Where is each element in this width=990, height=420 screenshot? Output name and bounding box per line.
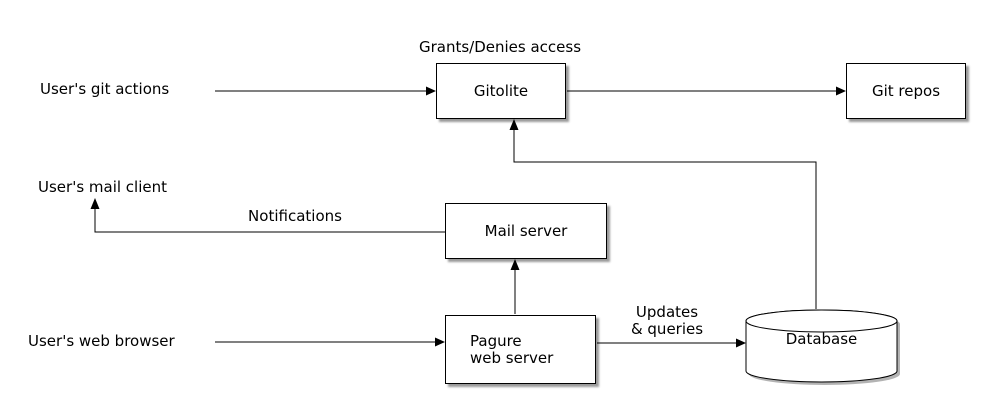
database-cylinder [745, 309, 900, 385]
updates-line1: Updates [635, 303, 699, 321]
node-gitolite: Gitolite [436, 63, 566, 119]
node-pagure-web-server: Pagure web server [445, 315, 596, 384]
pagure-label-line2: web server [470, 348, 554, 367]
updates-line2: & queries [630, 320, 704, 338]
label-users-git-actions: User's git actions [40, 80, 170, 98]
node-gitolite-label: Gitolite [473, 81, 529, 100]
label-users-mail-client: User's mail client [38, 178, 168, 196]
edge-label-updates-queries: Updates & queries [631, 304, 703, 338]
arrowhead [736, 338, 746, 348]
pagure-label-line1: Pagure [470, 331, 522, 350]
node-mail-server: Mail server [445, 203, 607, 259]
node-pagure-label: Pagure web server [470, 331, 554, 367]
arrowhead [836, 86, 846, 96]
node-git-repos-label: Git repos [871, 81, 941, 100]
arrowhead [426, 86, 436, 96]
label-users-web-browser: User's web browser [28, 332, 175, 350]
node-git-repos: Git repos [846, 63, 966, 119]
edge-label-grants-denies-access: Grants/Denies access [418, 38, 582, 56]
arrowhead [510, 259, 520, 270]
node-mail-server-label: Mail server [484, 221, 568, 240]
node-database-label: Database [785, 330, 858, 348]
edge-mailserver-mailclient [94, 209, 445, 233]
arrowhead [509, 119, 519, 130]
edge-label-notifications: Notifications [248, 207, 342, 225]
edge-database-gitolite [513, 130, 817, 309]
arrowhead [90, 198, 100, 209]
arrowhead [435, 337, 445, 347]
